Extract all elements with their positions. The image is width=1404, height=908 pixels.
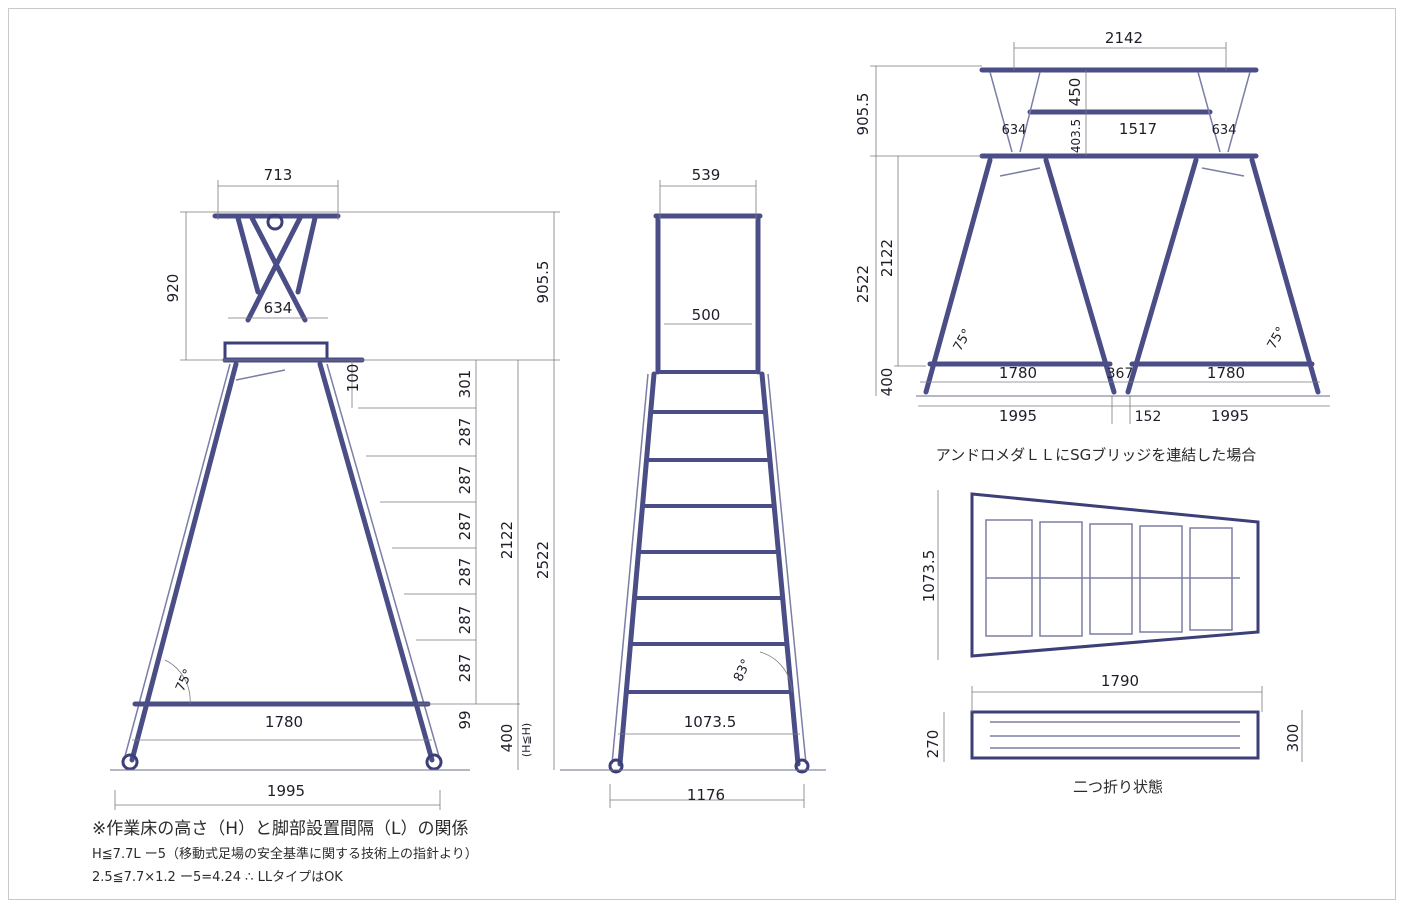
- front-base-1995-label: 1995: [267, 782, 305, 800]
- bridge-view: 2142 905.5 450 403.5 634 1517 634 2522 2…: [854, 29, 1330, 464]
- front-span-2122-label: 2122: [498, 521, 516, 559]
- front-step-287-label-2: 287: [456, 466, 474, 495]
- notes-line-1: ※作業床の高さ（H）と脚部設置間隔（L）の関係: [92, 819, 469, 839]
- front-height-2522-label: 2522: [534, 541, 552, 579]
- notes-line-2: H≦7.7L ー5（移動式足場の安全基準に関する技術上の指針より）: [92, 847, 478, 862]
- bridge-inner-1780-right-label: 1780: [1207, 364, 1245, 382]
- front-base-400-sub-label: (H≦H): [520, 723, 533, 757]
- folded-thick-left-label: 270: [924, 730, 942, 759]
- front-step-287-label-3: 287: [456, 512, 474, 541]
- side-view: 539 500 1073.5 1176 83°: [560, 166, 826, 808]
- bridge-top-span-label: 2142: [1105, 29, 1143, 47]
- bridge-gap-4035-label: 403.5: [1069, 119, 1083, 153]
- front-step-287-label-6: 287: [456, 654, 474, 683]
- front-mid-width-label: 634: [264, 299, 293, 317]
- bridge-joint-152-label: 152: [1135, 409, 1162, 425]
- front-step-287-label-5: 287: [456, 606, 474, 635]
- folded-caption: 二つ折り状態: [1073, 778, 1163, 796]
- bridge-angle-right-label: 75°: [1265, 325, 1290, 352]
- front-upper-height-label: 920: [164, 274, 182, 303]
- bridge-caption: アンドロメダＬＬにSGブリッジを連結した場合: [936, 446, 1257, 464]
- folded-view: 1073.5 1790 270 300 二つ折り状態: [920, 490, 1303, 796]
- folded-height-label: 1073.5: [920, 550, 938, 603]
- bridge-upper-label: 905.5: [854, 93, 872, 136]
- bridge-gap-450-label: 450: [1066, 78, 1084, 107]
- folded-length-label: 1790: [1101, 672, 1139, 690]
- front-base-400-label: 400: [498, 724, 516, 753]
- front-step-99-label: 99: [456, 710, 474, 729]
- front-view: 713 634 920 905.5 100 301 287 287 287 28…: [110, 166, 560, 810]
- front-step-100-label: 100: [344, 364, 362, 393]
- bridge-outer-1995-left-label: 1995: [999, 407, 1037, 425]
- bridge-angle-left-label: 75°: [951, 327, 976, 354]
- side-mid-width-label: 500: [692, 306, 721, 324]
- relationship-notes: ※作業床の高さ（H）と脚部設置間隔（L）の関係 H≦7.7L ー5（移動式足場の…: [92, 814, 478, 885]
- bridge-joint-367-label: 367: [1107, 366, 1134, 382]
- front-top-width-label: 713: [264, 166, 293, 184]
- side-angle-label: 83°: [731, 657, 754, 684]
- bridge-h-400-label: 400: [878, 368, 896, 397]
- bridge-center-1517-label: 1517: [1119, 120, 1157, 138]
- side-top-width-label: 539: [692, 166, 721, 184]
- bridge-side-634-right-label: 634: [1212, 123, 1237, 138]
- side-base-outer-label: 1176: [687, 786, 725, 804]
- front-step-287-label-1: 287: [456, 418, 474, 447]
- front-step-301-label: 301: [456, 370, 474, 399]
- bridge-inner-1780-left-label: 1780: [999, 364, 1037, 382]
- front-total-upper-label: 905.5: [534, 261, 552, 304]
- bridge-outer-1995-right-label: 1995: [1211, 407, 1249, 425]
- drawing-frame: [8, 8, 1396, 900]
- bridge-side-634-left-label: 634: [1002, 123, 1027, 138]
- bridge-h-2122-label: 2122: [878, 239, 896, 277]
- front-angle-label: 75°: [173, 667, 196, 694]
- front-base-1780-label: 1780: [265, 713, 303, 731]
- folded-thick-right-label: 300: [1284, 724, 1302, 753]
- notes-line-3: 2.5≦7.7×1.2 ー5=4.24 ∴ LLタイプはOK: [92, 870, 343, 885]
- bridge-h-2522-label: 2522: [854, 265, 872, 303]
- side-base-inner-label: 1073.5: [684, 713, 737, 731]
- front-step-287-label-4: 287: [456, 558, 474, 587]
